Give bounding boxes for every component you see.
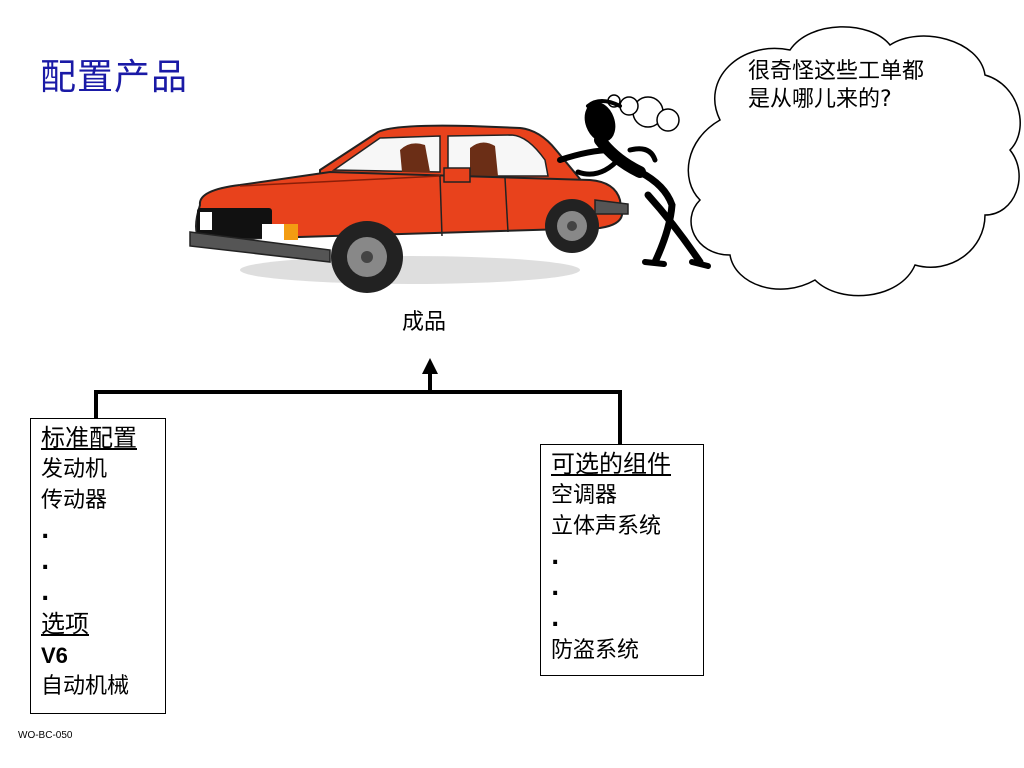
opt-item-air-conditioner: 空调器 <box>551 483 618 508</box>
thought-bubble-text: 很奇怪这些工单都 是从哪儿来的? <box>748 58 978 114</box>
option-item-v6: V6 <box>41 643 68 668</box>
optional-components-box: 可选的组件 空调器 立体声系统 . . . 防盗系统 <box>540 444 704 676</box>
std-ellipsis-1: . <box>41 519 50 544</box>
std-ellipsis-2: . <box>41 550 50 575</box>
std-ellipsis-3: . <box>41 581 50 606</box>
slide-footer-code: WO-BC-050 <box>18 730 73 741</box>
std-item-engine: 发动机 <box>41 457 108 482</box>
thought-cloud <box>607 26 1021 297</box>
hierarchy-connectors <box>94 372 622 444</box>
thought-line-2: 是从哪儿来的? <box>748 87 892 112</box>
opt-ellipsis-1: . <box>551 545 560 570</box>
standard-configuration-box: 标准配置 发动机 传动器 . . . 选项 V6 自动机械 <box>30 418 166 714</box>
opt-item-stereo-system: 立体声系统 <box>551 514 662 539</box>
car-illustration <box>189 124 629 293</box>
opt-item-anti-theft: 防盗系统 <box>551 638 640 663</box>
option-item-automatic: 自动机械 <box>41 674 130 699</box>
arrowhead-up-icon <box>422 358 438 374</box>
options-header: 选项 <box>41 610 89 638</box>
thought-line-1: 很奇怪这些工单都 <box>748 59 925 84</box>
person-silhouette <box>557 99 711 269</box>
opt-ellipsis-2: . <box>551 576 560 601</box>
std-item-transmission: 传动器 <box>41 488 108 513</box>
finished-product-label: 成品 <box>402 310 447 335</box>
optional-components-header: 可选的组件 <box>551 450 671 478</box>
opt-ellipsis-3: . <box>551 607 560 632</box>
standard-config-header: 标准配置 <box>41 424 137 452</box>
page-title: 配置产品 <box>40 57 189 98</box>
